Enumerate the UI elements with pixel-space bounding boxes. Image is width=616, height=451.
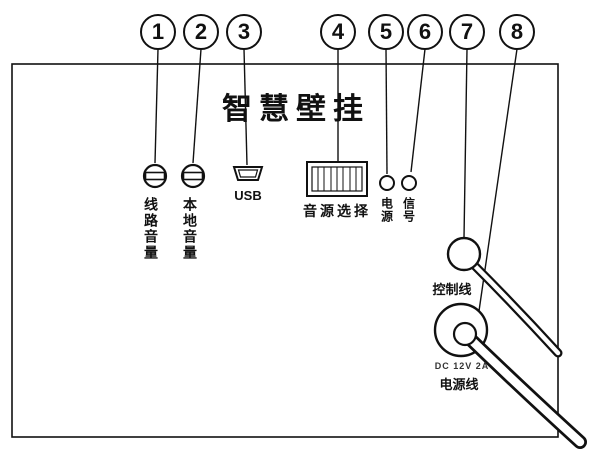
- signal-led: [401, 175, 417, 191]
- control-cable: [446, 236, 563, 358]
- callout-circle-6: [407, 14, 443, 50]
- dc-rating-label: DC 12V 2A: [434, 361, 490, 371]
- power-line-label: 电源线: [439, 377, 479, 392]
- leader-lines: [154, 48, 518, 312]
- source-select-switch: [306, 161, 368, 197]
- callout-number-6: 6: [418, 19, 432, 44]
- callout-circle-8: [499, 14, 535, 50]
- power-cable-core: [452, 321, 478, 347]
- callout-number-8: 8: [510, 19, 524, 44]
- local-volume-knob: [180, 163, 206, 189]
- callout-circle-7: [449, 14, 485, 50]
- dip-switch-pins: [317, 167, 357, 191]
- power-cable-inner: [461, 330, 585, 447]
- callout-circle-1: [140, 14, 176, 50]
- line-volume-label: 线路音量: [143, 197, 159, 261]
- callout-number-1: 1: [151, 19, 165, 44]
- diagram-title: 智慧壁挂: [222, 93, 370, 126]
- callout-circle-4: [320, 14, 356, 50]
- control-cable-core: [469, 260, 561, 356]
- leader-line-8: [478, 48, 518, 312]
- signal-led-label: 信号: [401, 197, 416, 223]
- control-cable-grommet: [446, 236, 482, 272]
- screw-slot-icon: [144, 171, 166, 181]
- power-cable: [433, 302, 587, 449]
- source-select-label: 音源选择: [303, 203, 371, 219]
- leader-line-7: [463, 48, 468, 239]
- leader-line-1: [154, 48, 159, 164]
- power-led: [379, 175, 395, 191]
- power-led-label: 电源: [379, 197, 394, 223]
- local-volume-label: 本地音量: [182, 197, 198, 261]
- callout-circle-3: [226, 14, 262, 50]
- usb-connector-icon: [232, 166, 264, 181]
- callout-number-4: 4: [331, 19, 345, 44]
- usb-label: USB: [234, 188, 262, 203]
- callout-circle-2: [183, 14, 219, 50]
- usb-port: [232, 166, 264, 181]
- callout-number-5: 5: [379, 19, 393, 44]
- callout-circle-5: [368, 14, 404, 50]
- leader-line-6: [410, 48, 426, 173]
- callout-number-7: 7: [460, 19, 474, 44]
- screw-slot-icon: [182, 171, 204, 181]
- control-line-label: 控制线: [432, 282, 472, 297]
- leader-line-3: [243, 48, 248, 166]
- usb-connector-inner: [237, 169, 259, 178]
- leader-line-2: [192, 48, 202, 164]
- line-volume-knob: [142, 163, 168, 189]
- callout-number-2: 2: [194, 19, 208, 44]
- callout-circles: [140, 14, 535, 50]
- leader-line-5: [385, 48, 388, 175]
- callout-number-3: 3: [237, 19, 251, 44]
